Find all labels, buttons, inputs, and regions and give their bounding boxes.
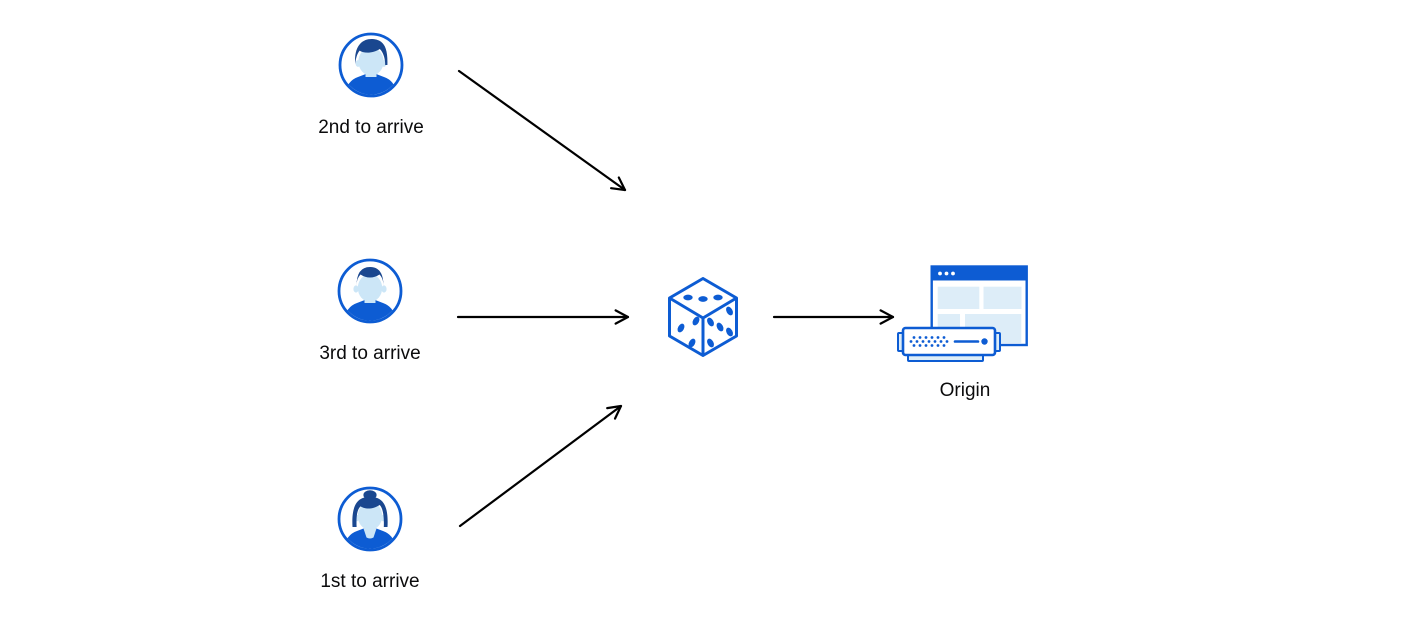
client-node-1st-to-arrive: 1st to arrive (270, 486, 470, 591)
dice-icon (668, 277, 738, 357)
man-swept-hair-avatar-icon (338, 32, 404, 98)
origin-server-browser-icon (897, 265, 1028, 362)
woman-bun-avatar-icon (337, 486, 403, 552)
client-label: 3rd to arrive (319, 343, 421, 364)
arrow-2nd-to-dice (457, 69, 627, 192)
arrow-1st-to-dice (458, 404, 623, 528)
arrow-3rd-to-dice (456, 309, 630, 325)
server-vent-dots (909, 336, 949, 347)
client-node-2nd-to-arrive: 2nd to arrive (271, 32, 471, 137)
arrow-dice-to-origin (772, 309, 895, 325)
client-node-3rd-to-arrive: 3rd to arrive (270, 258, 470, 363)
man-short-hair-avatar-icon (337, 258, 403, 324)
client-label: 2nd to arrive (318, 117, 424, 138)
origin-label: Origin (939, 380, 991, 401)
client-label: 1st to arrive (320, 571, 420, 592)
dice-node (668, 277, 738, 357)
origin-node: Origin (895, 259, 1035, 400)
